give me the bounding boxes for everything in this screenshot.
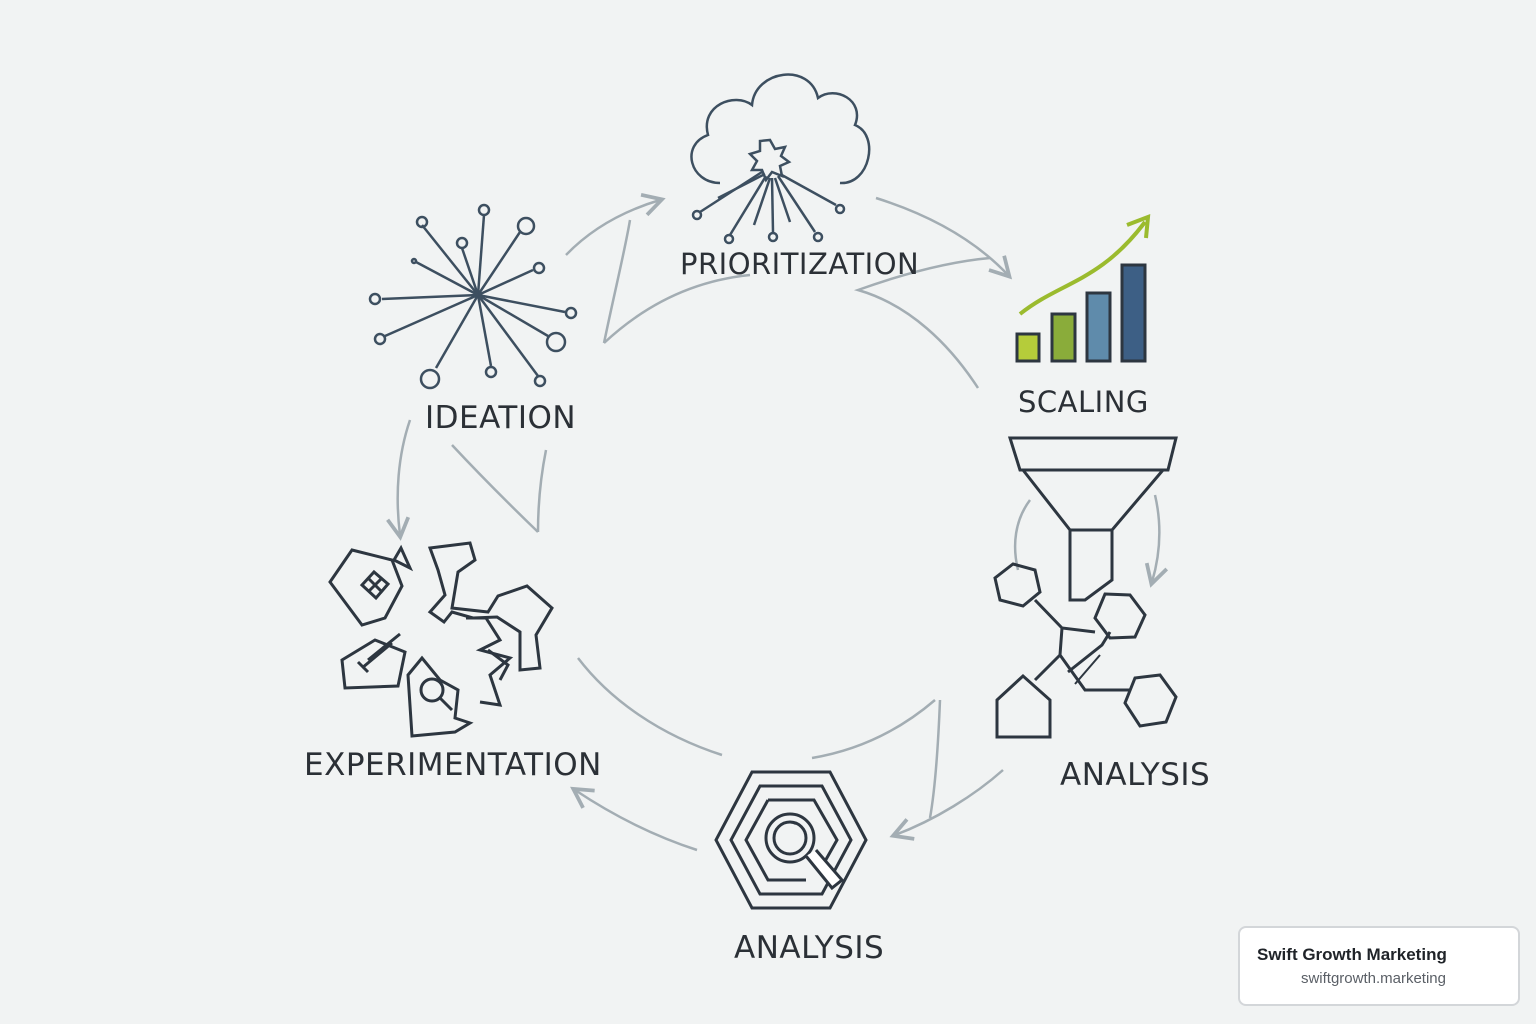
hexagon-magnifier-icon <box>714 770 868 910</box>
growth-bar-4 <box>1120 263 1147 363</box>
growth-trend-arrow <box>1018 220 1147 316</box>
arrow-analysis-inner-a <box>811 699 936 760</box>
brand-badge[interactable]: Swift Growth Marketing swiftgrowth.marke… <box>1238 926 1520 1006</box>
growth-bar-chart-icon <box>1015 213 1151 363</box>
arrow-analysis-to-experimentation <box>570 786 698 852</box>
growth-bar-3 <box>1085 291 1112 363</box>
arrow-analysis-inner-b <box>928 699 942 819</box>
arrow-ideation-to-experimentation <box>386 419 412 541</box>
arrow-prioritization-to-scaling <box>875 196 1013 280</box>
arrow-ideation-inner-a <box>451 444 539 533</box>
funnel-hexagon-network-icon <box>993 436 1178 739</box>
arrow-analysis-to-analysis <box>889 769 1004 841</box>
arrow-ideation-to-prioritization <box>565 192 666 256</box>
arrow-prioritization-inner <box>602 219 632 344</box>
arrow-ideation-inner-b <box>536 449 548 533</box>
brand-name: Swift Growth Marketing <box>1257 945 1447 964</box>
stage-label-ideation: IDEATION <box>425 400 577 436</box>
growth-bar-1 <box>1015 332 1041 363</box>
arrow-scaling-return <box>853 256 991 389</box>
starburst-nodes-icon <box>368 203 578 390</box>
puzzle-tools-icon <box>328 541 554 738</box>
stage-label-analysis-bottom: ANALYSIS <box>734 930 885 966</box>
stage-label-experimentation: EXPERIMENTATION <box>304 747 602 783</box>
growth-bar-2 <box>1050 312 1077 363</box>
arrow-prioritization-sweep <box>603 273 751 344</box>
arrow-scaling-to-analysis-right <box>1144 494 1169 588</box>
cycle-arrows <box>386 192 1169 852</box>
stage-label-scaling: SCALING <box>1018 385 1149 419</box>
brand-site[interactable]: swiftgrowth.marketing <box>1300 970 1446 987</box>
arrow-experimentation-inner <box>577 657 723 757</box>
cloud-network-icon <box>690 73 871 245</box>
stage-label-analysis-right: ANALYSIS <box>1060 757 1211 793</box>
stage-label-prioritization: PRIORITIZATION <box>680 247 920 281</box>
arrow-scaling-to-analysis-left <box>1013 499 1032 571</box>
